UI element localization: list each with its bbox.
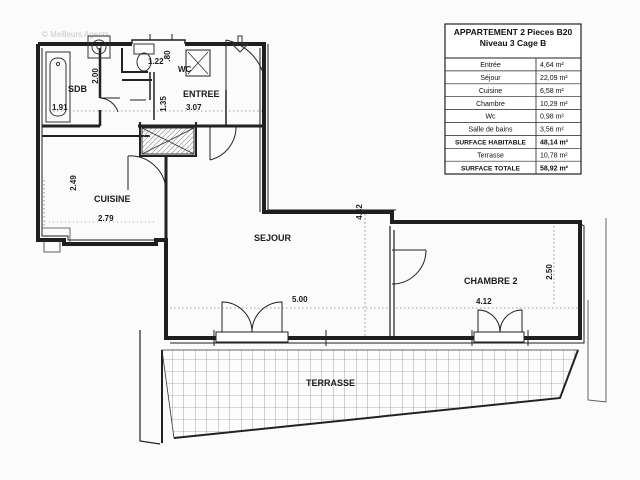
- dim-chambre-height: 2.50: [545, 264, 554, 280]
- table-row-value: 3,56 m²: [540, 127, 564, 134]
- sink: [87, 35, 111, 59]
- window-cuisine: [43, 240, 61, 253]
- surface-table: APPARTEMENT 2 Pieces B20 Niveau 3 Cage B…: [444, 23, 582, 175]
- dim-sdb-width: 1.91: [52, 103, 68, 112]
- table-row-label: Wc: [485, 114, 496, 121]
- dim-entree-small: 1.35: [159, 96, 168, 112]
- watermark-text: © Meilleurs Agents: [42, 30, 109, 39]
- exterior-walls: [36, 34, 585, 344]
- room-label-wc: WC: [178, 65, 192, 74]
- dim-wc-a: 1.22: [148, 57, 164, 66]
- dim-sdb-height: 2.00: [91, 68, 100, 84]
- room-label-chambre: CHAMBRE 2: [464, 276, 518, 286]
- table-subtitle: Niveau 3 Cage B: [480, 38, 547, 48]
- table-row-label: Chambre: [476, 101, 505, 108]
- table-row-value: 48,14 m²: [540, 140, 569, 147]
- table-row-label: Salle de bains: [469, 127, 513, 134]
- room-label-sdb: SDB: [68, 84, 88, 94]
- window-chambre: [471, 309, 529, 346]
- kitchen-counter: [42, 227, 71, 244]
- doors: [99, 39, 427, 285]
- table-row-value: 10,78 m²: [540, 152, 568, 159]
- table-row-label: Cuisine: [479, 88, 502, 95]
- bathtub: [45, 51, 71, 123]
- room-label-terrasse: TERRASSE: [306, 378, 355, 388]
- table-row-value: 6,58 m²: [540, 88, 564, 95]
- table-row-label: Séjour: [480, 75, 501, 82]
- table-row-label: Entrée: [480, 62, 501, 69]
- dim-wc-b: .80: [163, 50, 172, 62]
- table-rows: Entrée 4,64 m² Séjour 22,09 m² Cuisine 6,58 m…: [445, 62, 581, 172]
- toilet: [133, 43, 155, 72]
- table-row-label: SURFACE TOTALE: [461, 165, 521, 172]
- window-sejour: [213, 301, 327, 346]
- dimension-lines: [43, 110, 578, 336]
- dim-cuisine-width: 2.79: [98, 214, 114, 223]
- room-label-sejour: SEJOUR: [254, 233, 292, 243]
- dim-chambre-width: 4.12: [476, 297, 492, 306]
- dim-sejour-height: 4.32: [355, 204, 364, 220]
- entrance-arrow-icon: [230, 35, 250, 53]
- dim-cuisine-height: 2.49: [69, 175, 78, 191]
- dim-sejour-width: 5.00: [292, 295, 308, 304]
- table-row-value: 4,64 m²: [540, 62, 564, 69]
- table-row-value: 58,92 m²: [540, 165, 569, 172]
- room-label-entree: ENTREE: [183, 89, 220, 99]
- table-title: APPARTEMENT 2 Pieces B20: [454, 27, 573, 37]
- table-row-value: 0,98 m²: [540, 114, 564, 121]
- washing-machine-slot: [187, 51, 209, 75]
- table-row-label: SURFACE HABITABLE: [455, 140, 527, 147]
- terrace: [139, 218, 607, 445]
- interior-walls: [42, 48, 264, 240]
- dim-entree-width: 3.07: [186, 103, 202, 112]
- room-label-cuisine: CUISINE: [94, 194, 131, 204]
- table-row-label: Terrasse: [477, 152, 504, 159]
- table-row-value: 10,29 m²: [540, 101, 568, 108]
- table-row-value: 22,09 m²: [540, 75, 568, 82]
